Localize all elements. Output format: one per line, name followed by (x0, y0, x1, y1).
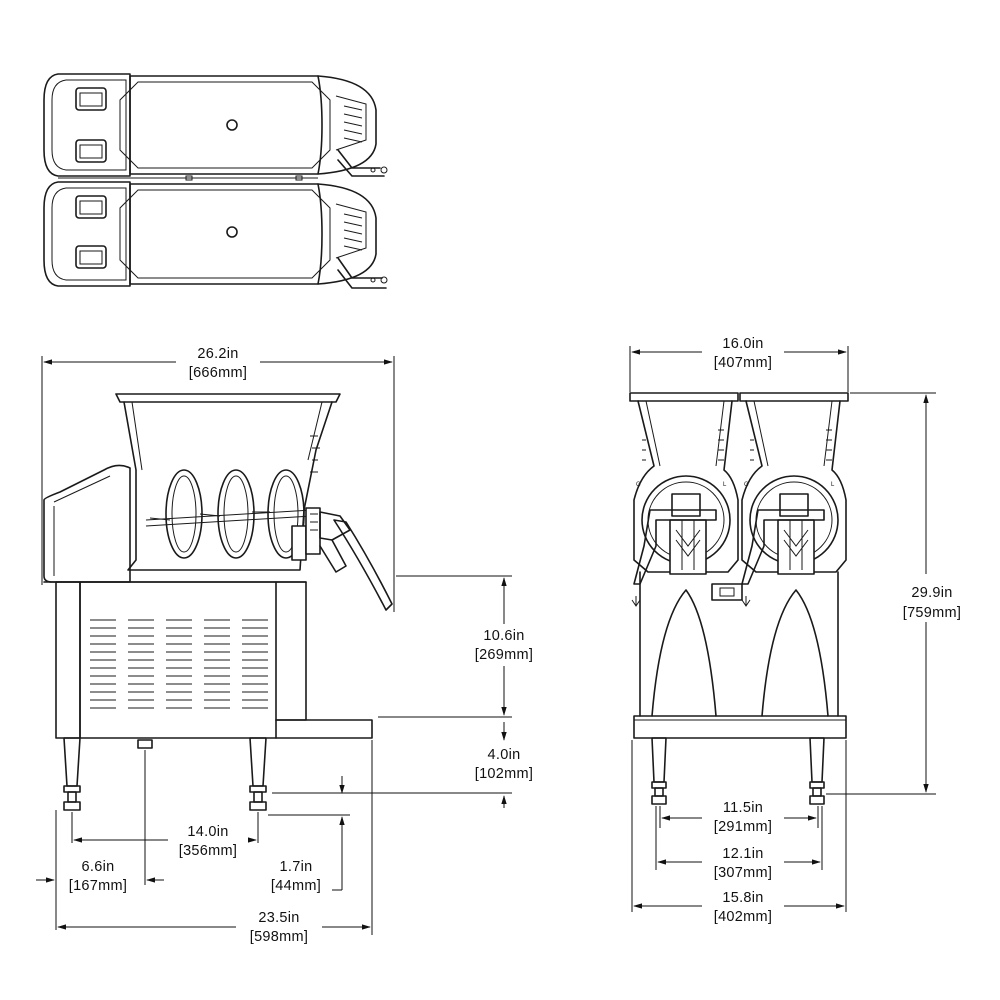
dim-front-leg-outer-metric: [307mm] (714, 865, 773, 881)
side-faucet (291, 507, 393, 611)
top-view-unit-lower (43, 181, 388, 289)
dim-front-leg-inner-imperial: 11.5in (723, 800, 763, 816)
dim-leg-spacing-metric: [356mm] (179, 843, 238, 859)
dim-front-offset-imperial: 6.6in (82, 859, 115, 875)
side-legs (63, 737, 267, 811)
top-view-unit-upper (43, 73, 388, 177)
dim-side-depth-metric: [598mm] (250, 929, 309, 945)
dim-front-leg-outer-imperial: 12.1in (722, 846, 763, 862)
dim-front-height-imperial: 29.9in (911, 585, 952, 601)
dim-front-top-width-imperial: 16.0in (722, 336, 763, 352)
dim-drip-height-imperial: 4.0in (488, 747, 521, 763)
front-legs (651, 737, 825, 805)
dim-side-width-imperial: 26.2in (197, 346, 238, 362)
side-hopper (115, 393, 341, 571)
hopper-mark-right-l: L (831, 482, 835, 488)
side-view: 26.2in [666mm] (36, 342, 544, 948)
dim-leg-height-metric: [44mm] (271, 878, 321, 894)
dim-drip-height-metric: [102mm] (475, 766, 534, 782)
front-view: 16.0in [407mm] G L G L (629, 332, 972, 926)
dim-front-height-metric: [759mm] (903, 605, 962, 621)
side-cabinet (43, 581, 373, 739)
dim-front-leg-inner-metric: [291mm] (714, 819, 773, 835)
hopper-mark-right-g: G (744, 482, 749, 488)
hopper-mark-left-g: G (636, 482, 641, 488)
dim-front-base-width-metric: [402mm] (714, 909, 773, 925)
dim-front-top-width-metric: [407mm] (714, 355, 773, 371)
top-view (43, 73, 388, 289)
hopper-mark-left-l: L (723, 482, 727, 488)
dim-side-depth-imperial: 23.5in (258, 910, 299, 926)
front-cabinet (633, 571, 847, 739)
dim-side-width-metric: [666mm] (189, 365, 248, 381)
dim-front-offset-metric: [167mm] (69, 878, 128, 894)
side-vents (90, 619, 268, 709)
dim-bowl-height-imperial: 10.6in (483, 628, 524, 644)
front-hopper-right: G L (741, 400, 847, 607)
dim-leg-height-imperial: 1.7in (280, 859, 313, 875)
front-hopper-left: G L (631, 400, 739, 607)
dim-front-base-width-imperial: 15.8in (722, 890, 763, 906)
dim-leg-spacing-imperial: 14.0in (187, 824, 228, 840)
dim-bowl-height-metric: [269mm] (475, 647, 534, 663)
